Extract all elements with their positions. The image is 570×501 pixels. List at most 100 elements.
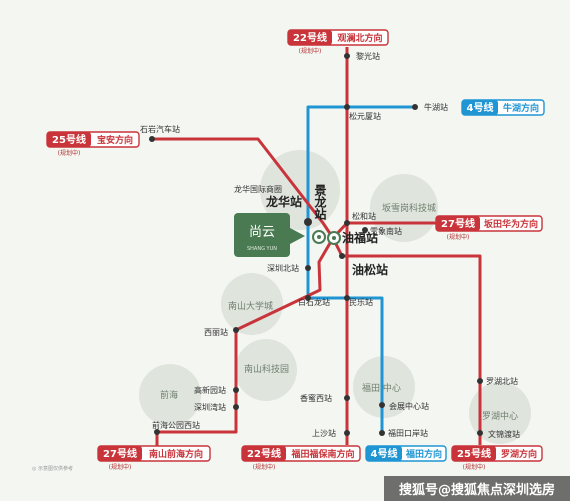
area-circle-jinglong xyxy=(260,150,340,230)
area-label-qianhai: 前海 xyxy=(160,389,178,401)
project-callout: 尚云 SHANG YUN xyxy=(234,213,305,257)
station-label-futian-port: 福田口岸站 xyxy=(388,428,428,438)
station-label-liguang: 黎光站 xyxy=(356,51,380,61)
station-label-baishilong: 白石龙站 xyxy=(298,297,330,307)
station-label-longhua: 龙华站 xyxy=(266,194,302,209)
project-sub: SHANG YUN xyxy=(247,246,277,252)
dot-songhe xyxy=(344,220,350,226)
station-label-niuhu: 牛湖站 xyxy=(424,102,448,112)
metro-lines xyxy=(152,47,482,448)
station-label-shenzhenwan: 深圳湾站 xyxy=(194,402,226,412)
direction-tags: 22号线 观澜北方向 (规划中) 4号线 牛湖方向 25号线 宝安方向 (规划中… xyxy=(46,29,545,471)
tag-num: 22号线 xyxy=(247,447,281,460)
watermark-text: 搜狐号@搜狐焦点深圳选房 xyxy=(399,482,555,498)
dot-xiangmixi xyxy=(344,395,350,401)
project-name: 尚云 xyxy=(249,225,275,240)
dot-luohu-north xyxy=(477,378,483,384)
area-label-nanshan-tech: 南山科技园 xyxy=(244,363,289,375)
station-label-qianhai-park: 前海公园西站 xyxy=(152,420,200,430)
line-27 xyxy=(155,221,470,448)
interchange-longhua xyxy=(304,218,312,226)
tag-num-bg xyxy=(436,216,480,231)
tag-note: (规划中) xyxy=(109,463,132,471)
dot-shangsha xyxy=(344,430,350,436)
station-label-minle: 民乐站 xyxy=(349,297,373,307)
dot-shenzhen-north xyxy=(305,265,311,271)
station-label-yousong: 油松站 xyxy=(352,262,388,277)
area-circle-nanshan-univ xyxy=(221,273,283,335)
area-label-banxuegang: 坂雪岗科技城 xyxy=(382,202,436,214)
dot-huizhan xyxy=(379,402,385,408)
tag-line4-south: 4号线 福田方向 xyxy=(365,445,447,462)
tag-num-bg xyxy=(98,446,142,461)
dot-minle xyxy=(344,295,350,301)
station-label-longhua-cbd: 龙华国际商圈 xyxy=(234,184,282,194)
station-label-gaoxinyuan: 高新园站 xyxy=(194,385,226,395)
tag-line22-north: 22号线 观澜北方向 (规划中) xyxy=(287,29,389,55)
area-label-nanshan-univ: 南山大学城 xyxy=(228,300,273,312)
interchange-youfu-core xyxy=(332,236,336,240)
tag-num: 25号线 xyxy=(52,133,86,146)
tag-line27-south: 27号线 南山前海方向 (规划中) xyxy=(97,445,211,471)
dot-yousong xyxy=(339,253,345,259)
tag-dir: 牛湖方向 xyxy=(503,102,539,114)
station-label-huizhan: 会展中心站 xyxy=(389,401,429,411)
dot-shiyan xyxy=(149,136,155,142)
area-circle-luohu xyxy=(469,382,531,444)
tag-num-bg xyxy=(366,446,402,461)
dot-xili xyxy=(233,327,239,333)
tag-num: 22号线 xyxy=(293,31,327,44)
tag-num: 4号线 xyxy=(467,101,494,114)
tag-line25-south: 25号线 罗湖方向 (规划中) xyxy=(451,445,543,471)
area-labels: 坂雪岗科技城 南山大学城 南山科技园 前海 福田 中心 罗湖中心 xyxy=(160,202,518,422)
tag-line25-west: 25号线 宝安方向 (规划中) xyxy=(46,131,140,157)
dot-xuexiangnan xyxy=(362,227,368,233)
tag-note: (规划中) xyxy=(447,233,470,241)
project-box xyxy=(234,213,290,257)
station-label-xiangmixi: 香蜜西站 xyxy=(300,393,332,403)
tag-note: (规划中) xyxy=(58,149,81,157)
tag-num: 4号线 xyxy=(371,447,398,460)
tag-line27-east: 27号线 坂田华为方向 (规划中) xyxy=(435,215,543,241)
dot-shenzhenwan xyxy=(233,404,239,410)
tag-num: 25号线 xyxy=(457,447,491,460)
project-pointer xyxy=(290,228,305,244)
tag-dir: 宝安方向 xyxy=(97,134,133,146)
station-label-wenjindu: 文锦渡站 xyxy=(488,429,520,439)
station-label-songhe: 松和站 xyxy=(352,211,376,221)
dot-baishilong xyxy=(305,295,311,301)
interchange-jinglong-core xyxy=(317,235,321,239)
station-label-youfu: 油福站 xyxy=(342,230,378,245)
station-label-songyuansha: 松元厦站 xyxy=(349,111,381,121)
area-circle-nanshan-tech xyxy=(235,339,297,401)
station-dots xyxy=(149,53,483,436)
area-circle-qianhai xyxy=(139,364,201,426)
tag-dir: 观澜北方向 xyxy=(337,32,382,44)
tag-num-bg xyxy=(242,446,286,461)
tag-num-bg xyxy=(452,446,496,461)
area-circle-banxuegang xyxy=(370,174,438,242)
station-label-jinglong: 景龙站 xyxy=(313,184,327,221)
area-circles xyxy=(139,150,531,444)
tag-dir: 罗湖方向 xyxy=(501,448,537,460)
station-label-xili: 西丽站 xyxy=(204,327,228,337)
tag-dir: 福田方向 xyxy=(405,448,442,460)
watermark: 搜狐号@搜狐焦点深圳选房 xyxy=(384,476,570,501)
area-circle-futian xyxy=(353,356,415,418)
tag-note: (规划中) xyxy=(253,463,276,471)
tag-line4-north: 4号线 牛湖方向 xyxy=(461,99,545,116)
tag-num: 27号线 xyxy=(441,217,475,230)
tag-num: 27号线 xyxy=(103,447,137,460)
tag-note: (规划中) xyxy=(463,463,486,471)
watermark-bg xyxy=(384,476,570,501)
tag-dir: 坂田华为方向 xyxy=(484,218,538,230)
dot-niuhu xyxy=(412,104,418,110)
tag-num-bg xyxy=(47,132,91,147)
dot-gaoxinyuan xyxy=(233,387,239,393)
dot-liguang xyxy=(344,53,350,59)
area-label-luohu: 罗湖中心 xyxy=(482,410,518,422)
dot-songyuansha xyxy=(344,104,350,110)
station-label-xuexiangnan: 雪象南站 xyxy=(370,226,402,236)
tag-note: (规划中) xyxy=(299,47,322,55)
